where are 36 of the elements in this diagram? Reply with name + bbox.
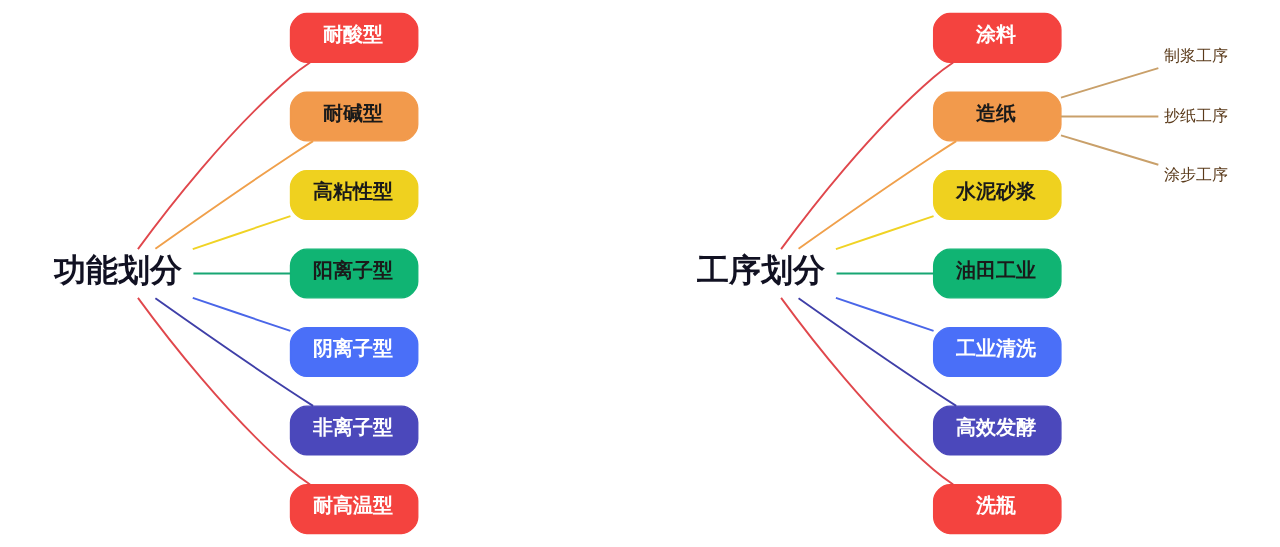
node-text: 抄纸工序 — [1163, 105, 1228, 125]
node-box: 涂料 — [932, 12, 1062, 63]
connector — [153, 140, 314, 250]
connector — [797, 140, 957, 250]
connector — [191, 215, 291, 251]
node-box: 高粘性型 — [289, 169, 418, 220]
connector — [835, 272, 934, 275]
node-text: 功能划分 — [53, 250, 182, 289]
node-box: 高效发酵 — [932, 405, 1062, 456]
connector — [797, 297, 957, 407]
node-text: 制浆工序 — [1163, 46, 1228, 66]
node-text: 工序划分 — [696, 250, 825, 289]
connector — [136, 61, 311, 251]
node-box: 水泥砂浆 — [932, 169, 1062, 220]
connector — [1059, 134, 1159, 166]
node-text: 涂步工序 — [1163, 165, 1228, 185]
connector — [779, 61, 954, 251]
connector — [1059, 115, 1159, 118]
node-box: 耐酸型 — [289, 12, 418, 63]
connector — [191, 272, 291, 275]
node-box: 油田工业 — [932, 248, 1062, 299]
node-box: 工业清洗 — [932, 327, 1062, 378]
node-box: 洗瓶 — [932, 484, 1062, 535]
node-box: 耐高温型 — [289, 484, 418, 535]
connector — [136, 296, 311, 486]
connector — [191, 296, 291, 332]
connector — [834, 215, 935, 251]
node-box: 造纸 — [932, 91, 1062, 142]
connector — [1059, 67, 1159, 99]
node-box: 非离子型 — [289, 405, 418, 456]
node-box: 阳离子型 — [289, 248, 418, 299]
node-box: 耐碱型 — [289, 91, 418, 142]
connector — [834, 296, 935, 332]
connector — [153, 297, 314, 407]
connector — [779, 296, 954, 486]
node-box: 阴离子型 — [289, 327, 418, 378]
